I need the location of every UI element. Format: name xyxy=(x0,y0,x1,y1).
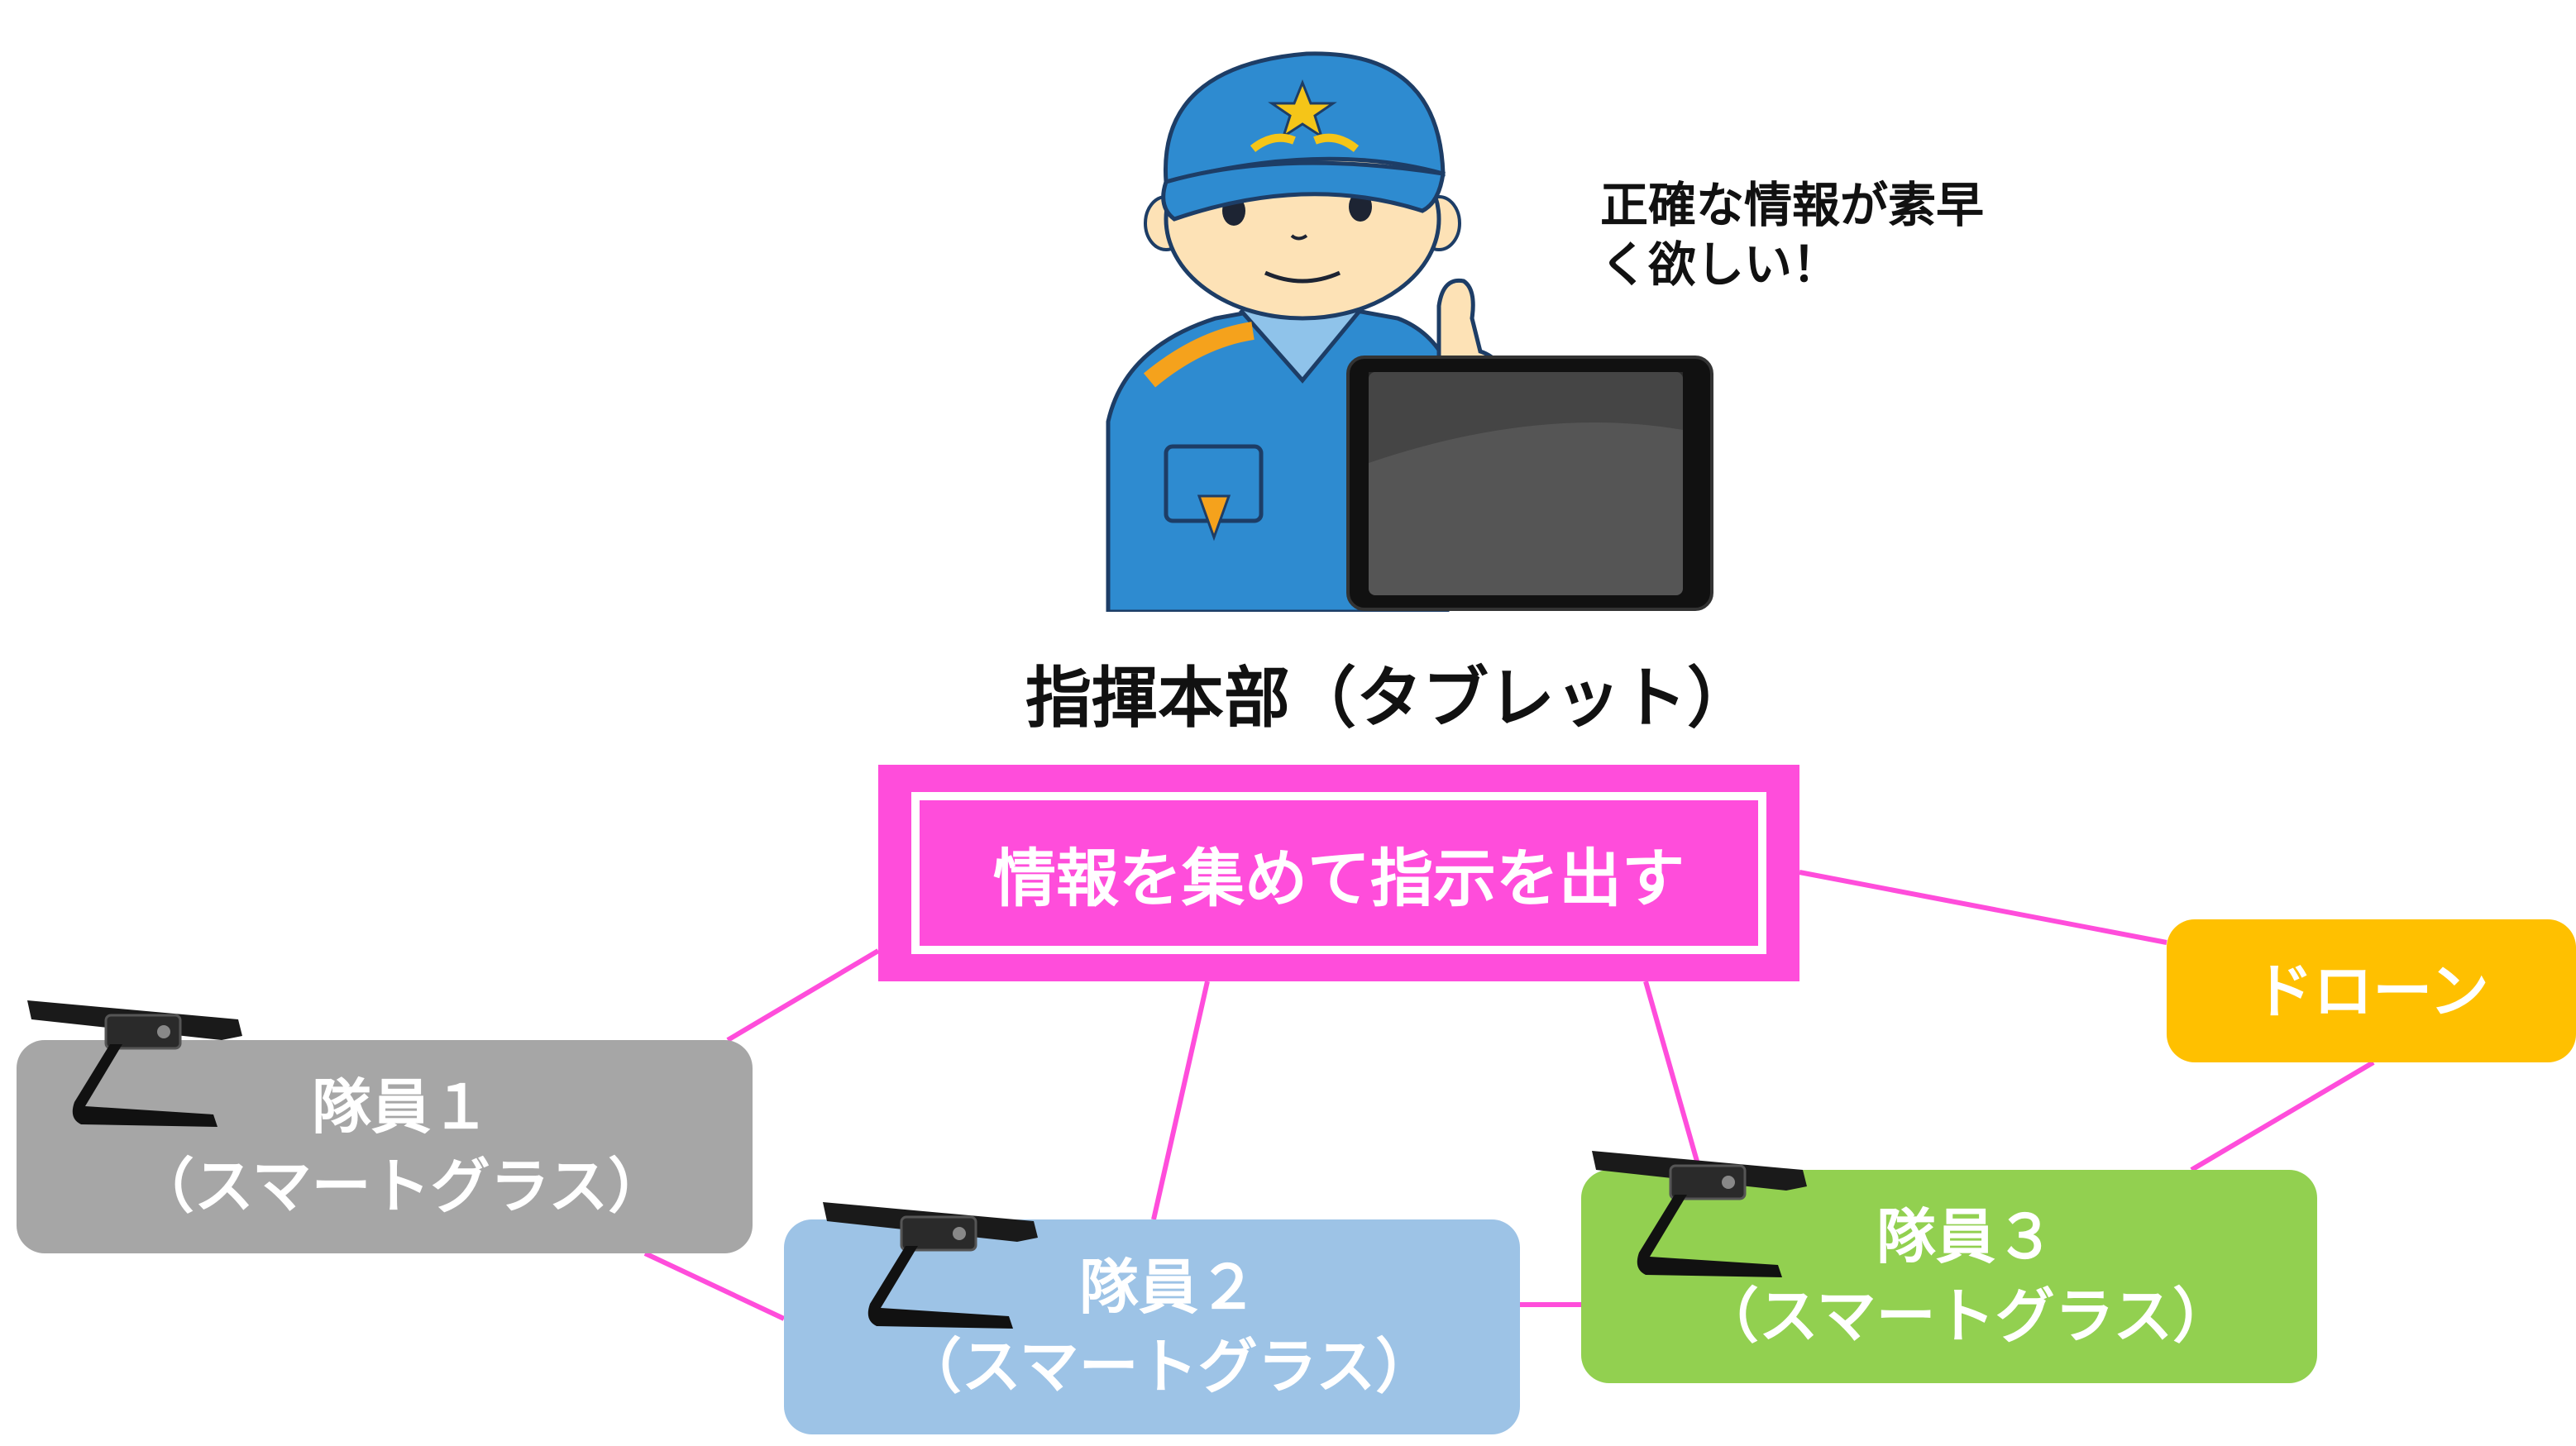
link-drone-member3 xyxy=(2191,1062,2373,1170)
smart-glasses-icon xyxy=(819,1184,1050,1333)
link-member1-member2 xyxy=(645,1253,784,1319)
speech-bubble-text: 正確な情報が素早 く欲しい！ xyxy=(1600,175,1984,294)
smart-glasses-icon xyxy=(23,982,255,1131)
member2-title: 隊員２ xyxy=(1046,1248,1258,1327)
speech-line-2: く欲しい！ xyxy=(1600,235,1984,294)
member1-title: 隊員１ xyxy=(279,1067,490,1147)
link-center-member2 xyxy=(1154,981,1207,1219)
drone-node-label: ドローン xyxy=(2253,952,2488,1031)
drone-node: ドローン xyxy=(2167,919,2576,1062)
center-node-inner-frame: 情報を集めて指示を出す xyxy=(911,792,1766,954)
member1-device: （スマートグラス） xyxy=(102,1147,667,1226)
link-center-drone xyxy=(1799,872,2167,943)
speech-line-1: 正確な情報が素早 xyxy=(1600,175,1984,235)
headquarters-label: 指揮本部（タブレット） xyxy=(1009,645,1770,741)
member3-title: 隊員３ xyxy=(1843,1197,2055,1277)
firefighter-officer-icon xyxy=(1075,33,1720,612)
center-node-label: 情報を集めて指示を出す xyxy=(993,828,1685,919)
center-node: 情報を集めて指示を出す xyxy=(878,765,1799,981)
smart-glasses-icon xyxy=(1588,1133,1819,1281)
member2-device: （スマートグラス） xyxy=(869,1327,1435,1406)
link-center-member1 xyxy=(728,951,878,1040)
tablet-icon xyxy=(1348,357,1712,609)
member3-device: （スマートグラス） xyxy=(1666,1277,2232,1356)
